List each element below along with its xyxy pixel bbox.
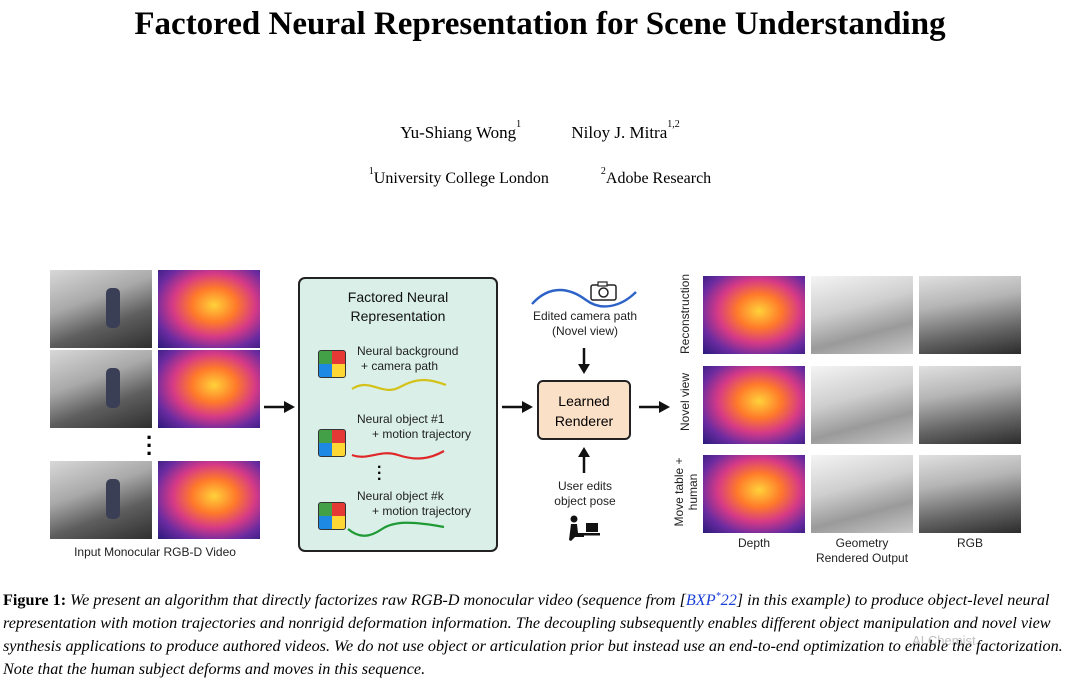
teaser-figure: ··· Input Monocular RGB-D Video Factored… (0, 262, 1080, 572)
input-label: Input Monocular RGB-D Video (74, 545, 236, 559)
paper-title: Factored Neural Representation for Scene… (134, 6, 946, 42)
output-geometry-move-table (811, 455, 913, 533)
row-label-reconstruction: Reconstruction (678, 273, 692, 354)
caption-label: Figure 1: (3, 591, 67, 609)
trajectory-curve-k (347, 521, 445, 537)
box-title: Factored Neural Representation (347, 289, 449, 324)
output-geometry-novel-view (811, 366, 913, 444)
output-rgb-novel-view (919, 366, 1021, 444)
output-rgb-move-table (919, 455, 1021, 533)
cube-icon-object-k (318, 502, 346, 530)
row-label-move-table: Move table + human (672, 457, 700, 527)
watermark: AI Chemist (912, 633, 976, 648)
author-list: Yu-Shiang Wong1 Niloy J. Mitra1,2 (0, 119, 1080, 143)
factored-representation-box: Factored Neural Representation Neural ba… (298, 277, 498, 552)
input-rgb-frame-k (50, 461, 152, 539)
rendered-output-label: Rendered Output (815, 551, 909, 565)
affiliation-list: 1University College London 2Adobe Resear… (0, 166, 1080, 188)
affiliation-1: 1University College London (368, 166, 549, 187)
frames-ellipsis: ··· (146, 425, 154, 466)
citation-link[interactable]: BXP*22 (685, 591, 737, 609)
column-label-rgb: RGB (956, 536, 983, 550)
affiliation-2: 2Adobe Research (600, 166, 712, 187)
arrow-box-to-renderer (502, 401, 533, 413)
input-rgb-frame-2 (50, 350, 152, 428)
camera-path-curve (351, 378, 447, 391)
input-rgb-frame-1 (50, 270, 152, 348)
cube-icon-background (318, 350, 346, 378)
camera-path-label: Edited camera path(Novel view) (532, 309, 638, 338)
output-geometry-reconstruction (811, 276, 913, 354)
column-label-depth: Depth (737, 536, 771, 550)
arrow-renderer-to-output (639, 401, 670, 413)
output-rgb-reconstruction (919, 276, 1021, 354)
output-depth-novel-view (703, 366, 805, 444)
object-label-1: Neural object #1+ motion trajectory (357, 412, 472, 441)
output-depth-move-table (703, 455, 805, 533)
row-label-novel-view: Novel view (678, 372, 692, 432)
cube-icon-object-1 (318, 429, 346, 457)
edited-camera-path-curve (531, 288, 637, 308)
input-depth-frame-2 (158, 350, 260, 428)
user-at-computer-icon (569, 515, 600, 541)
arrow-input-to-box (264, 401, 295, 413)
object-label-background: Neural background+ camera path (357, 344, 459, 373)
object-label-k: Neural object #k+ motion trajectory (357, 489, 472, 518)
trajectory-curve-1 (351, 450, 445, 460)
output-depth-reconstruction (703, 276, 805, 354)
objects-ellipsis: ··· (377, 459, 383, 488)
arrow-camera-to-renderer (578, 348, 590, 374)
arrow-user-to-renderer (578, 447, 590, 473)
input-depth-frame-k (158, 461, 260, 539)
input-depth-frame-1 (158, 270, 260, 348)
column-label-geometry: Geometry (835, 536, 889, 550)
camera-icon (590, 281, 617, 301)
author-2: Niloy J. Mitra1,2 (571, 119, 680, 142)
author-1: Yu-Shiang Wong1 (400, 119, 522, 142)
figure-caption: Figure 1: We present an algorithm that d… (3, 591, 1063, 678)
